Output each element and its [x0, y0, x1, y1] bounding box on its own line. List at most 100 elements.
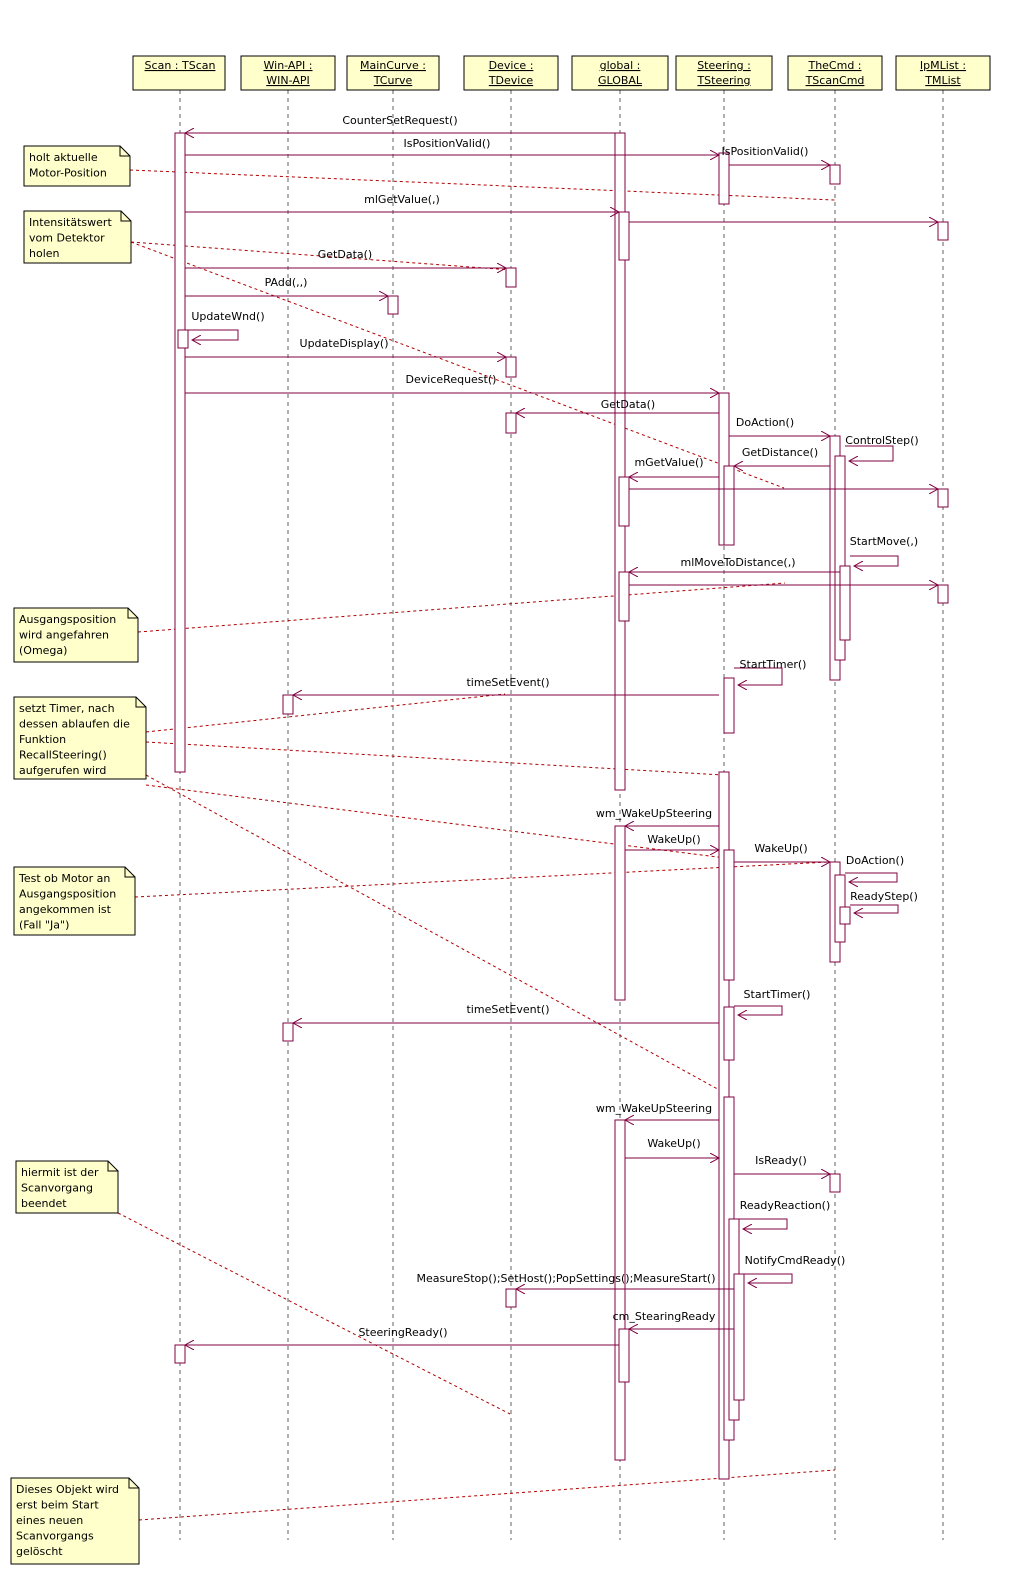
- message-m22: DoAction(): [845, 854, 904, 882]
- note-box: [10, 1477, 140, 1565]
- activation-bar: [505, 356, 517, 378]
- message-label: CounterSetRequest(): [342, 114, 457, 127]
- note-fold: [135, 697, 146, 708]
- self-message-arrow: [744, 1273, 793, 1283]
- note-line: setzt Timer, nach: [19, 702, 115, 715]
- note-box: [23, 145, 131, 187]
- note-line: Ausgangsposition: [19, 888, 116, 901]
- object-winapi[interactable]: Win-API :WIN-API: [240, 55, 336, 91]
- message-m13: GetDistance(): [734, 446, 830, 466]
- note-fold: [127, 608, 138, 619]
- activation-bar: [614, 132, 626, 791]
- object-name: Steering :: [697, 59, 751, 72]
- note-link: [130, 241, 785, 489]
- note-links: [117, 169, 836, 1521]
- message-label: StartTimer(): [740, 658, 807, 671]
- object-class: TDevice: [488, 74, 534, 87]
- message-m20: WakeUp(): [625, 833, 719, 850]
- object-box: [787, 55, 883, 91]
- object-class: TSteering: [696, 74, 750, 87]
- message-m16: mlMoveToDistance(,): [629, 556, 840, 572]
- note-line: aufgerufen wird: [19, 764, 106, 777]
- message-label: GetData(): [318, 248, 372, 261]
- object-box: [463, 55, 559, 91]
- note-fold: [119, 146, 130, 157]
- message-label: wm_WakeUpSteering: [596, 1102, 712, 1115]
- note-box: [23, 210, 132, 264]
- note-line: vom Detektor: [29, 232, 105, 245]
- activation-bar: [723, 1006, 735, 1061]
- activation-bar: [937, 584, 949, 604]
- message-m27: WakeUp(): [625, 1137, 719, 1158]
- note-line: erst beim Start: [16, 1499, 99, 1512]
- note-link: [145, 741, 724, 776]
- object-ipmlist[interactable]: IpMList :TMList: [895, 55, 991, 91]
- message-m29: ReadyReaction(): [739, 1199, 830, 1229]
- activation-bar: [505, 412, 517, 434]
- note-fold: [107, 1161, 118, 1172]
- note-line: beendet: [21, 1197, 67, 1210]
- object-thecmd[interactable]: TheCmd :TScanCmd: [787, 55, 883, 91]
- activation-bar: [937, 488, 949, 508]
- note-n5[interactable]: Test ob Motor anAusgangspositionangekomm…: [13, 866, 136, 936]
- message-m11: DoAction(): [729, 416, 830, 436]
- message-m1: CounterSetRequest(): [185, 114, 615, 133]
- activation-bar: [829, 164, 841, 185]
- message-label: DoAction(): [736, 416, 794, 429]
- note-fold: [120, 211, 131, 222]
- message-label: timeSetEvent(): [466, 676, 549, 689]
- note-link: [134, 861, 830, 898]
- note-line: holt aktuelle: [29, 151, 98, 164]
- object-name: Win-API :: [264, 59, 313, 72]
- self-message-arrow: [734, 1005, 783, 1015]
- message-label: timeSetEvent(): [466, 1003, 549, 1016]
- note-line: Ausgangsposition: [19, 613, 116, 626]
- note-line: angekommen ist: [19, 903, 112, 916]
- object-name: Scan : TScan: [145, 59, 216, 72]
- message-m31: MeasureStop();SetHost();PopSettings();Me…: [416, 1272, 734, 1289]
- note-line: gelöscht: [16, 1545, 63, 1558]
- activation-bar: [174, 1344, 186, 1364]
- object-device[interactable]: Device :TDevice: [463, 55, 559, 91]
- note-line: (Omega): [19, 644, 67, 657]
- message-label: NotifyCmdReady(): [745, 1254, 846, 1267]
- message-m6: PAdd(,,): [185, 276, 388, 296]
- activation-bar: [505, 267, 517, 288]
- activation-bar: [174, 132, 186, 773]
- message-m17: StartTimer(): [734, 658, 806, 685]
- message-label: DoAction(): [846, 854, 904, 867]
- object-headers: Scan : TScan Win-API :WIN-API MainCurve :T…: [132, 55, 991, 91]
- message-m19: wm_WakeUpSteering: [596, 807, 719, 826]
- object-maincurve[interactable]: MainCurve :TCurve: [346, 55, 440, 91]
- object-box: [895, 55, 991, 91]
- message-m25: timeSetEvent(): [293, 1003, 719, 1023]
- self-message-arrow: [739, 1218, 788, 1229]
- note-line: holen: [29, 247, 60, 260]
- object-class: TScanCmd: [805, 74, 865, 87]
- message-label: mlGetValue(,): [364, 193, 440, 206]
- activation-bar: [614, 1119, 626, 1461]
- message-label: ReadyReaction(): [740, 1199, 831, 1212]
- message-m5: GetData(): [185, 248, 506, 268]
- message-label: WakeUp(): [754, 842, 807, 855]
- activation-bar: [618, 1328, 630, 1383]
- object-global[interactable]: global :GLOBAL: [571, 55, 669, 91]
- note-link: [117, 1212, 511, 1415]
- message-label: UpdateDisplay(): [300, 337, 389, 350]
- activation-bar: [723, 677, 735, 734]
- activation-bar: [718, 152, 730, 205]
- object-scan[interactable]: Scan : TScan: [132, 55, 226, 91]
- note-box: [13, 696, 147, 780]
- message-m15: StartMove(,): [850, 535, 918, 566]
- lifelines: [179, 90, 944, 1540]
- object-steering[interactable]: Steering : TSteering: [675, 55, 773, 91]
- message-label: DeviceRequest(): [406, 373, 497, 386]
- message-m10: GetData(): [516, 398, 719, 413]
